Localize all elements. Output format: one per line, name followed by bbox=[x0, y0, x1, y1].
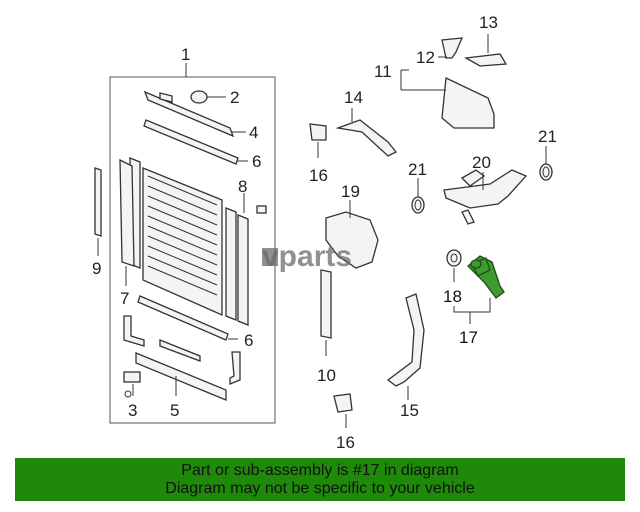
thermostat-housing[interactable] bbox=[325, 200, 379, 269]
callout-1: 1 bbox=[181, 45, 190, 64]
hose-clamp-upper[interactable] bbox=[309, 123, 327, 158]
callout-16-lower: 16 bbox=[336, 433, 355, 452]
gasket-18[interactable] bbox=[446, 249, 462, 282]
left-tank[interactable] bbox=[119, 158, 135, 286]
callout-17: 17 bbox=[459, 328, 478, 347]
callout-20: 20 bbox=[472, 153, 491, 172]
callout-7: 7 bbox=[120, 289, 129, 308]
upper-seal[interactable] bbox=[143, 119, 248, 165]
side-strip[interactable] bbox=[320, 269, 332, 356]
banner-line-1: Part or sub-assembly is #17 in diagram bbox=[181, 461, 459, 479]
lower-bracket-left bbox=[123, 315, 145, 347]
callout-9: 9 bbox=[92, 259, 101, 278]
watermark-mark bbox=[262, 248, 278, 266]
reservoir-tank[interactable] bbox=[400, 69, 495, 129]
reservoir-hose[interactable] bbox=[463, 34, 508, 67]
callout-14: 14 bbox=[344, 88, 363, 107]
radiator-cap[interactable] bbox=[190, 90, 226, 104]
callout-8: 8 bbox=[238, 177, 247, 196]
right-tank[interactable] bbox=[237, 193, 267, 326]
callout-2: 2 bbox=[230, 88, 239, 107]
callout-5: 5 bbox=[170, 401, 179, 420]
banner-line-2: Diagram may not be specific to your vehi… bbox=[165, 479, 475, 497]
drain-cock[interactable] bbox=[123, 371, 141, 398]
callout-16-upper: 16 bbox=[309, 166, 328, 185]
callout-18: 18 bbox=[443, 287, 462, 306]
o-ring-right[interactable] bbox=[539, 146, 553, 181]
callout-12: 12 bbox=[416, 48, 435, 67]
lower-support[interactable] bbox=[135, 352, 227, 401]
radiator-core[interactable] bbox=[129, 157, 237, 321]
side-seal[interactable] bbox=[94, 167, 102, 256]
hose-clamp-lower[interactable] bbox=[333, 393, 353, 428]
callout-13: 13 bbox=[479, 13, 498, 32]
lower-seal[interactable] bbox=[137, 295, 238, 341]
callout-21-right: 21 bbox=[538, 127, 557, 146]
upper-hose[interactable] bbox=[335, 108, 398, 157]
parts-diagram: vparts 1 2 3 4 5 6 6 7 8 9 10 11 12 13 1… bbox=[92, 13, 557, 452]
callout-11: 11 bbox=[374, 62, 392, 81]
callout-19: 19 bbox=[341, 182, 360, 201]
callout-6-upper: 6 bbox=[252, 152, 261, 171]
lower-bracket-mid bbox=[159, 339, 201, 362]
callout-21-left: 21 bbox=[408, 160, 427, 179]
callout-6-lower: 6 bbox=[244, 331, 253, 350]
callout-10: 10 bbox=[317, 366, 336, 385]
upper-support[interactable] bbox=[143, 90, 246, 138]
lower-bracket-right bbox=[229, 351, 241, 385]
info-banner: Part or sub-assembly is #17 in diagram D… bbox=[15, 458, 625, 501]
callout-15: 15 bbox=[400, 401, 419, 420]
water-pipe[interactable] bbox=[443, 169, 528, 225]
callout-3: 3 bbox=[128, 401, 137, 420]
callout-4: 4 bbox=[249, 123, 258, 142]
lower-hose[interactable] bbox=[386, 293, 425, 400]
o-ring-left[interactable] bbox=[411, 178, 425, 214]
reservoir-cap[interactable] bbox=[438, 37, 464, 59]
thermostat-outlet-highlighted[interactable] bbox=[467, 255, 505, 299]
